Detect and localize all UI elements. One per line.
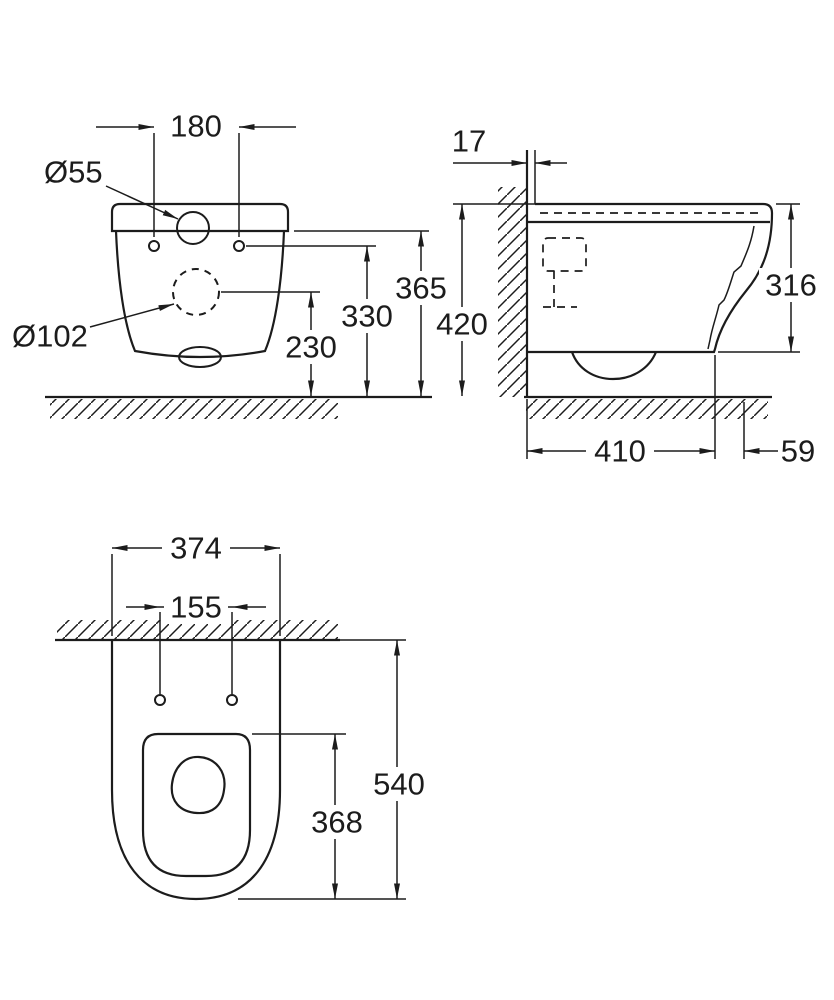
- dim-plan-width: 374: [111, 531, 281, 636]
- plan-hole-left: [154, 694, 166, 706]
- dim-label-depth: 410: [594, 434, 646, 469]
- dim-label-install-height: 420: [436, 307, 488, 342]
- dim-wall-offset: 17: [452, 124, 567, 166]
- wall-hatch: [498, 187, 526, 397]
- flush-channel-dashed: [542, 237, 587, 308]
- dim-label-front-edge-height: 316: [765, 268, 817, 303]
- dim-front-height-holes: 330: [246, 245, 399, 396]
- leader-outlet: [89, 303, 175, 328]
- dim-label-plan-width: 374: [170, 531, 222, 566]
- plan-hole-right: [226, 694, 238, 706]
- front-body-outline: [114, 230, 286, 359]
- wall-hatch-plan: [57, 620, 338, 639]
- dim-opening-depth: 368: [252, 733, 371, 899]
- dim-label-outlet: Ø102: [12, 319, 88, 354]
- dim-label-front-height-outlet: 230: [285, 330, 337, 365]
- dim-overhang: 59: [743, 402, 815, 469]
- front-tank-band: [110, 202, 290, 233]
- front-view: 180 Ø55 Ø102 365 330: [12, 109, 453, 419]
- drain-oval: [178, 346, 222, 368]
- bowl-opening-shape: [170, 755, 226, 815]
- side-view: 17 420 316 410 59: [430, 124, 823, 469]
- dim-label-hole-spacing: 155: [170, 590, 222, 625]
- plan-outline: [110, 640, 282, 901]
- dim-hole-spacing: 155: [126, 590, 266, 694]
- flush-hole-circle: [176, 211, 210, 245]
- dim-depth: 410: [526, 355, 716, 469]
- leader-flush-hole: [105, 185, 179, 220]
- mounting-hole-left: [148, 240, 160, 252]
- dim-label-overhang: 59: [781, 434, 815, 469]
- dim-front-edge-height: 316: [718, 203, 823, 353]
- dim-label-flush-hole: Ø55: [44, 155, 103, 190]
- seat-and-bowl-profile: [527, 202, 774, 354]
- dim-label-wall-offset: 17: [452, 124, 486, 159]
- dim-front-height-outlet: 230: [221, 291, 343, 396]
- plan-view: 374 155 368 540: [55, 531, 433, 901]
- dim-label-plan-depth: 540: [373, 767, 425, 802]
- inner-contour-line: [707, 225, 755, 350]
- dim-install-height: 420: [430, 203, 535, 396]
- floor-hatch-front: [50, 399, 338, 419]
- trap-curve: [570, 351, 658, 381]
- dim-label-front-height-holes: 330: [341, 299, 393, 334]
- dim-label-opening-depth: 368: [311, 805, 363, 840]
- dim-front-width: 180: [96, 109, 296, 237]
- dim-label-front-height-top: 365: [395, 271, 447, 306]
- dim-front-height-top: 365: [294, 230, 453, 396]
- dim-plan-depth: 540: [365, 640, 433, 899]
- outlet-circle-dashed: [172, 268, 220, 316]
- seat-opening-outline: [141, 732, 252, 878]
- floor-hatch-side: [526, 399, 768, 419]
- mounting-hole-right: [233, 240, 245, 252]
- callout-flush-hole: Ø55: [44, 155, 179, 220]
- callout-outlet: Ø102: [12, 303, 175, 354]
- dim-label-front-width: 180: [170, 109, 222, 144]
